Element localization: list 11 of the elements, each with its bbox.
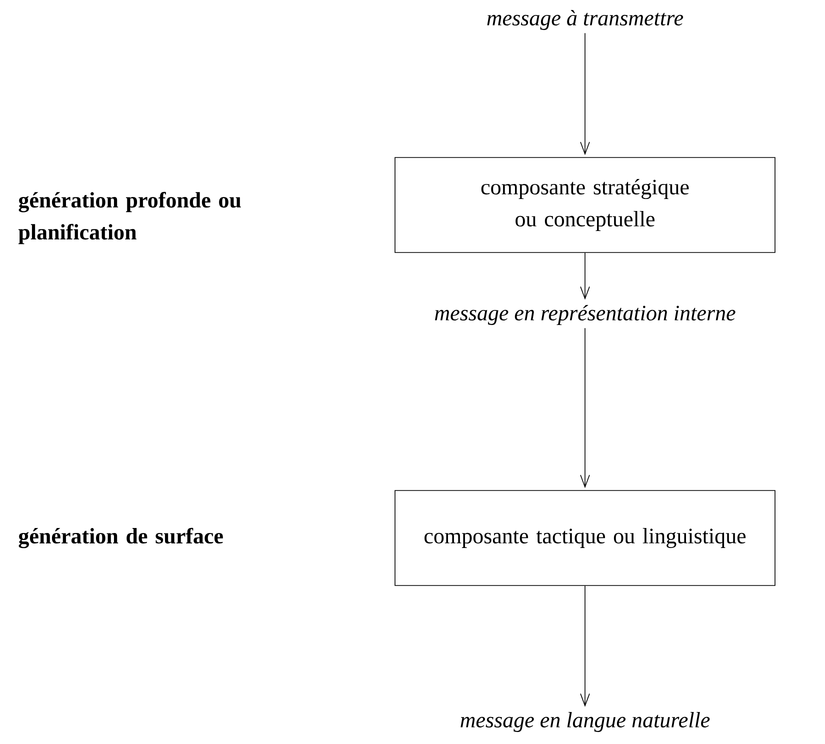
message-label: message en langue naturelle: [460, 712, 710, 732]
arrow: [580, 328, 590, 488]
process-box: composante stratégique ou conceptuelle: [394, 157, 776, 253]
side-label: génération de surface: [18, 528, 223, 548]
arrow: [580, 252, 590, 300]
process-box: composante tactique ou linguistique: [394, 490, 776, 586]
arrow: [580, 32, 590, 156]
message-label: message en représentation interne: [435, 305, 736, 325]
arrow: [580, 586, 590, 707]
side-label: génération profonde ou planification: [18, 192, 241, 244]
message-label: message à transmettre: [487, 10, 684, 30]
